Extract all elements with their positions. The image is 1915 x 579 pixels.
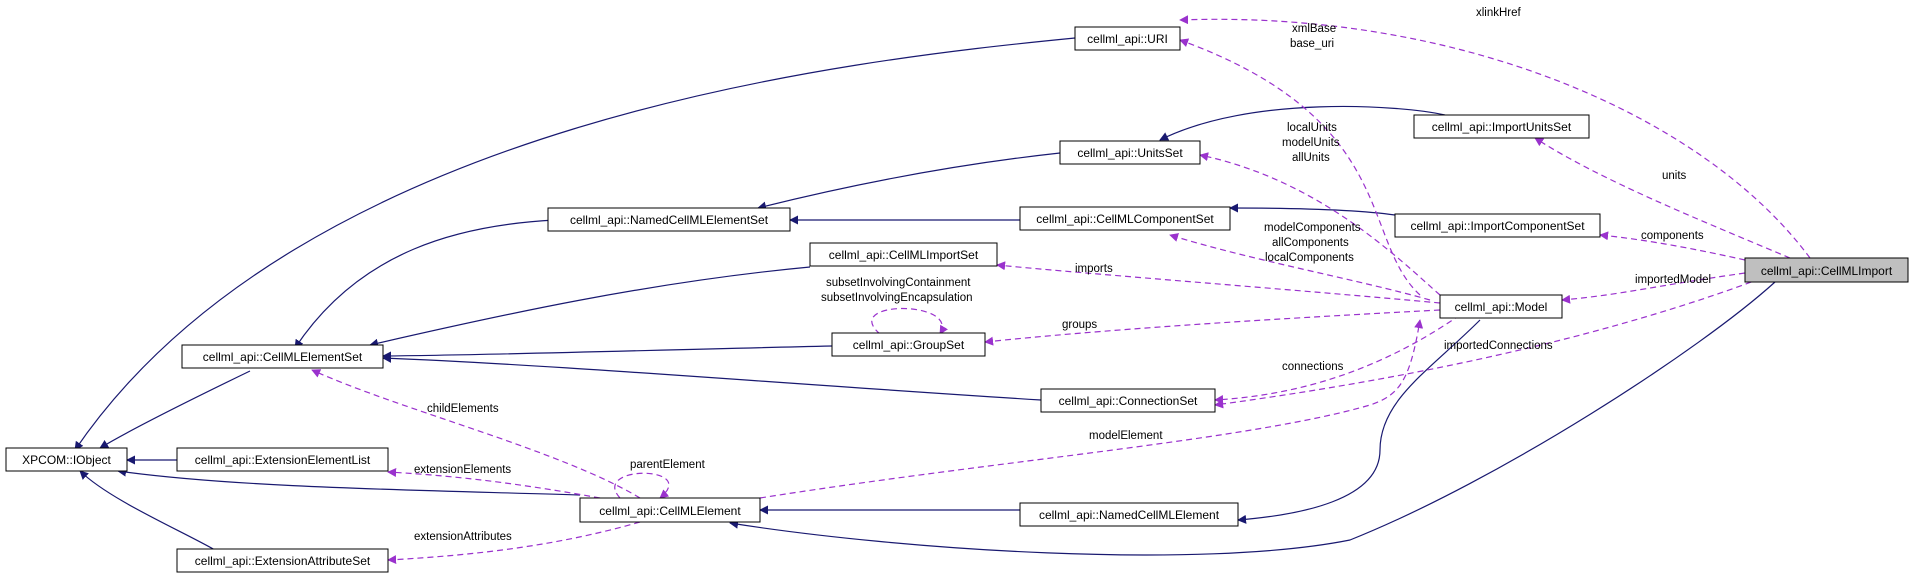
label-subset-containment: subsetInvolvingContainment [826,277,971,289]
edge-element-extensionelements [387,467,601,499]
edge-connset-to-elementset [382,353,1042,401]
node-named-cellml-element[interactable]: cellml_api::NamedCellMLElement [1019,502,1239,527]
edge-element-modelelement [759,319,1424,499]
edge-model-connections [1214,314,1461,405]
node-named-element-set[interactable]: cellml_api::NamedCellMLElementSet [547,207,791,232]
label-importedmodel: importedModel [1635,274,1711,286]
svg-text:cellml_api::UnitsSet: cellml_api::UnitsSet [1077,146,1183,160]
usage-edges [311,15,1811,565]
svg-text:cellml_api::ImportComponentSet: cellml_api::ImportComponentSet [1410,219,1585,233]
node-uri[interactable]: cellml_api::URI [1074,26,1181,51]
label-parentelement: parentElement [630,459,706,471]
svg-text:cellml_api::ExtensionAttribute: cellml_api::ExtensionAttributeSet [195,554,371,568]
label-xmlbase: xmlBase [1292,23,1336,35]
edge-model-components [1169,233,1431,301]
edge-import-components [1599,231,1746,261]
node-iobject[interactable]: XPCOM::IObject [5,447,128,472]
node-extension-element-list[interactable]: cellml_api::ExtensionElementList [176,447,389,472]
edge-model-localunits [1199,152,1441,296]
label-groups: groups [1062,319,1097,331]
svg-text:cellml_api::CellMLImportSet: cellml_api::CellMLImportSet [829,248,979,262]
label-allcomponents: allComponents [1272,237,1349,249]
edge-namedset-to-elementset [294,219,556,349]
label-localunits: localUnits [1287,122,1337,134]
svg-text:cellml_api::ConnectionSet: cellml_api::ConnectionSet [1059,394,1198,408]
label-imports: imports [1075,263,1113,275]
svg-text:cellml_api::CellMLComponentSet: cellml_api::CellMLComponentSet [1036,212,1214,226]
node-cellml-import[interactable]: cellml_api::CellMLImport [1744,257,1909,283]
edge-import-importedconnections [1214,274,1771,409]
label-connections: connections [1282,361,1344,373]
label-subset-encapsulation: subsetInvolvingEncapsulation [821,292,973,304]
edge-element-extensionattributes [387,521,641,565]
label-components: components [1641,230,1704,242]
edge-groupset-to-elementset [382,345,833,361]
inheritance-edges [74,37,1776,556]
edge-model-groups [984,309,1441,346]
node-model[interactable]: cellml_api::Model [1439,294,1563,319]
edge-import-units [1534,137,1791,259]
nodes: XPCOM::IObject cellml_api::URI cellml_ap… [5,26,1909,573]
edge-model-imports [996,261,1441,304]
label-modelelement: modelElement [1089,430,1163,442]
svg-text:cellml_api::CellMLElement: cellml_api::CellMLElement [599,504,741,518]
edge-model-xmlbase [1179,38,1421,296]
edge-uri-to-iobject [74,37,1076,451]
edge-import-to-element [729,281,1776,556]
svg-text:XPCOM::IObject: XPCOM::IObject [22,453,111,467]
svg-text:cellml_api::URI: cellml_api::URI [1087,32,1168,46]
node-extension-attribute-set[interactable]: cellml_api::ExtensionAttributeSet [176,548,389,573]
label-extensionelements: extensionElements [414,464,511,476]
svg-text:cellml_api::ExtensionElementLi: cellml_api::ExtensionElementList [195,453,371,467]
edge-element-to-iobject [117,467,581,496]
edge-elementset-to-iobject [99,370,251,449]
node-group-set[interactable]: cellml_api::GroupSet [831,332,986,357]
label-childelements: childElements [427,403,499,415]
label-modelunits: modelUnits [1282,137,1340,149]
svg-text:cellml_api::ImportUnitsSet: cellml_api::ImportUnitsSet [1432,120,1572,134]
node-import-units-set[interactable]: cellml_api::ImportUnitsSet [1413,114,1590,139]
svg-text:cellml_api::CellMLImport: cellml_api::CellMLImport [1761,264,1893,278]
label-base-uri: base_uri [1290,38,1334,50]
label-importedconnections: importedConnections [1444,340,1553,352]
node-cellml-element[interactable]: cellml_api::CellMLElement [579,497,761,523]
svg-text:cellml_api::Model: cellml_api::Model [1455,300,1548,314]
label-extensionattributes: extensionAttributes [414,531,512,543]
node-units-set[interactable]: cellml_api::UnitsSet [1059,140,1201,165]
edge-importset-to-elementset [369,266,811,348]
svg-text:cellml_api::GroupSet: cellml_api::GroupSet [853,338,965,352]
svg-text:cellml_api::NamedCellMLElement: cellml_api::NamedCellMLElement [1039,508,1220,522]
svg-text:cellml_api::NamedCellMLElement: cellml_api::NamedCellMLElementSet [570,213,769,227]
edge-import-importedmodel [1561,272,1746,304]
edge-element-self [614,472,670,499]
svg-text:cellml_api::CellMLElementSet: cellml_api::CellMLElementSet [203,350,363,364]
edge-labels: xlinkHref xmlBase base_uri localUnits mo… [414,7,1711,543]
edge-groupset-self [871,308,948,335]
node-component-set[interactable]: cellml_api::CellMLComponentSet [1019,206,1231,231]
label-units: units [1662,170,1687,182]
node-element-set[interactable]: cellml_api::CellMLElementSet [181,344,384,369]
edge-extattr-to-iobject [79,470,216,551]
edge-model-to-named [1237,319,1481,524]
edge-element-childelements [311,369,641,499]
label-localcomponents: localComponents [1265,252,1354,264]
edge-importcomp-to-compset [1229,203,1396,216]
node-import-set[interactable]: cellml_api::CellMLImportSet [809,242,998,267]
label-allunits: allUnits [1292,152,1330,164]
node-import-component-set[interactable]: cellml_api::ImportComponentSet [1394,213,1601,238]
edge-unitsset-to-namedset [757,152,1061,211]
edge-import-xlinkhref [1179,15,1811,259]
edge-importunits-to-unitsset [1159,105,1446,141]
label-xlinkhref: xlinkHref [1476,7,1522,19]
node-connection-set[interactable]: cellml_api::ConnectionSet [1040,388,1216,413]
label-modelcomponents: modelComponents [1264,222,1361,234]
